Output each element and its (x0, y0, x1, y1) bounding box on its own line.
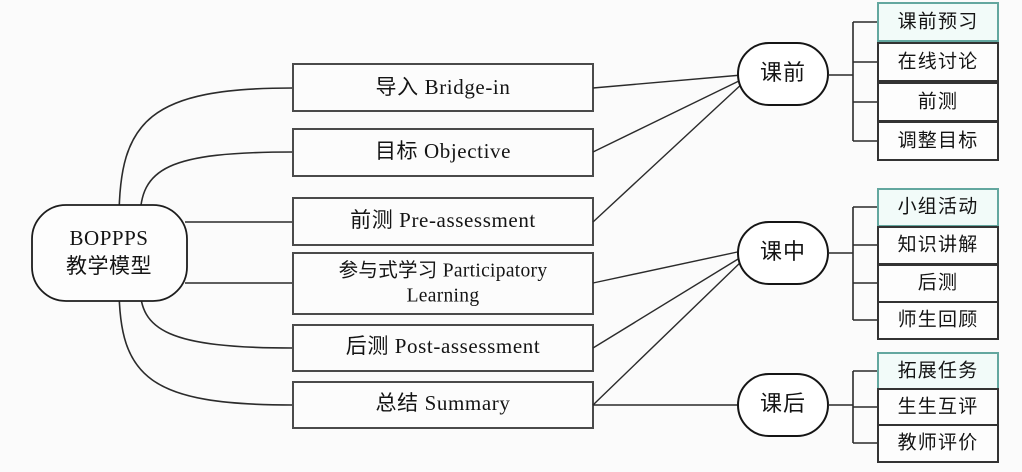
stage-box-2-label: 目标 Objective (375, 139, 511, 163)
phase-1-item-4-shape (877, 121, 999, 161)
phase-3-item-2-shape (877, 388, 999, 427)
root-label-line2: 教学模型 (66, 254, 152, 278)
phase-2-item-2[interactable]: 知识讲解 (877, 226, 999, 265)
phase-3-item-1-shape (877, 352, 999, 391)
connector-stage-3-phase-1 (592, 81, 745, 223)
phase-1-item-3-label: 前测 (918, 90, 958, 112)
stage-box-3[interactable]: 前测 Pre-assessment (292, 197, 594, 246)
stage-box-3-label: 前测 Pre-assessment (350, 208, 536, 232)
phase-1-item-2[interactable]: 在线讨论 (877, 42, 999, 82)
root-node[interactable]: BOPPPS 教学模型 (31, 204, 188, 302)
phase-3-item-3-label: 教师评价 (898, 431, 979, 453)
connector-stage-1-phase-1 (592, 74, 743, 89)
phase-3-item-3[interactable]: 教师评价 (877, 424, 999, 463)
stage-box-5-shape (292, 324, 594, 372)
stage-box-5-label: 后测 Post-assessment (346, 334, 541, 358)
phase-node-1[interactable]: 课前 (737, 42, 829, 106)
phase-1-item-4[interactable]: 调整目标 (877, 121, 999, 161)
phase-3-item-1[interactable]: 拓展任务 (877, 352, 999, 391)
phase-2-item-1-label: 小组活动 (898, 195, 979, 217)
phase-3-item-2-label: 生生互评 (898, 395, 979, 417)
stage-box-4[interactable]: 参与式学习 Participatory Learning (292, 252, 594, 315)
phase-2-item-3-shape (877, 264, 999, 303)
phase-2-item-4[interactable]: 师生回顾 (877, 301, 999, 340)
stage-box-4-shape (292, 252, 594, 315)
stage-box-4-label-line2: Learning (407, 285, 480, 306)
phase-3-item-3-shape (877, 424, 999, 463)
phase-1-item-2-shape (877, 42, 999, 82)
phase-1-item-2-label: 在线讨论 (898, 50, 979, 72)
phase-2-item-4-shape (877, 301, 999, 340)
stages-to-phases-connectors (592, 74, 745, 406)
phase-1-item-1-label: 课前预习 (898, 10, 979, 32)
phase-1-item-4-label: 调整目标 (898, 129, 979, 151)
connector-root-stage-1 (118, 87, 294, 221)
phase-2-item-3-label: 后测 (918, 271, 958, 293)
connector-stage-4-phase-2 (592, 250, 743, 284)
phase-3-item-2[interactable]: 生生互评 (877, 388, 999, 427)
stage-box-6-label: 总结 Summary (376, 391, 511, 415)
phase-2-item-1[interactable]: 小组活动 (877, 188, 999, 227)
phase-1-item-1-shape (877, 2, 999, 42)
phase-node-3-label: 课后 (760, 391, 806, 416)
phase-3-bracket (828, 370, 878, 444)
phase-node-3[interactable]: 课后 (737, 373, 829, 437)
phase-1-bracket (828, 21, 878, 142)
phase-node-2[interactable]: 课中 (737, 221, 829, 285)
root-node-shape (31, 204, 188, 302)
stage-box-5[interactable]: 后测 Post-assessment (292, 324, 594, 372)
phase-2-item-4-label: 师生回顾 (898, 308, 979, 330)
stage-box-2[interactable]: 目标 Objective (292, 128, 594, 177)
phase-2-item-2-shape (877, 226, 999, 265)
phase-node-1-shape (737, 42, 829, 106)
phase-2-item-3[interactable]: 后测 (877, 264, 999, 303)
connector-stage-6-phase-2 (592, 258, 745, 406)
stage-box-6-shape (292, 381, 594, 429)
stage-box-2-shape (292, 128, 594, 177)
connector-stage-5-phase-2 (592, 255, 744, 349)
connector-stage-2-phase-1 (592, 78, 744, 153)
phase-node-2-label: 课中 (760, 239, 806, 264)
phase-2-item-1-shape (877, 188, 999, 227)
phase-node-1-label: 课前 (760, 60, 806, 85)
phase-2-item-2-label: 知识讲解 (898, 233, 979, 255)
phase-3-item-1-label: 拓展任务 (898, 359, 979, 381)
stage-box-1[interactable]: 导入 Bridge-in (292, 63, 594, 112)
connector-root-stage-6 (118, 285, 294, 406)
phase-1-item-3[interactable]: 前测 (877, 82, 999, 122)
connector-root-stage-2 (139, 151, 294, 221)
root-label-line1: BOPPPS (70, 226, 149, 250)
phase-2-bracket (828, 206, 878, 321)
stage-box-4-label-line1: 参与式学习 Participatory (339, 259, 548, 281)
stage-box-3-shape (292, 197, 594, 246)
stage-box-6[interactable]: 总结 Summary (292, 381, 594, 429)
phase-1-item-1[interactable]: 课前预习 (877, 2, 999, 42)
stage-box-1-label: 导入 Bridge-in (376, 75, 511, 99)
